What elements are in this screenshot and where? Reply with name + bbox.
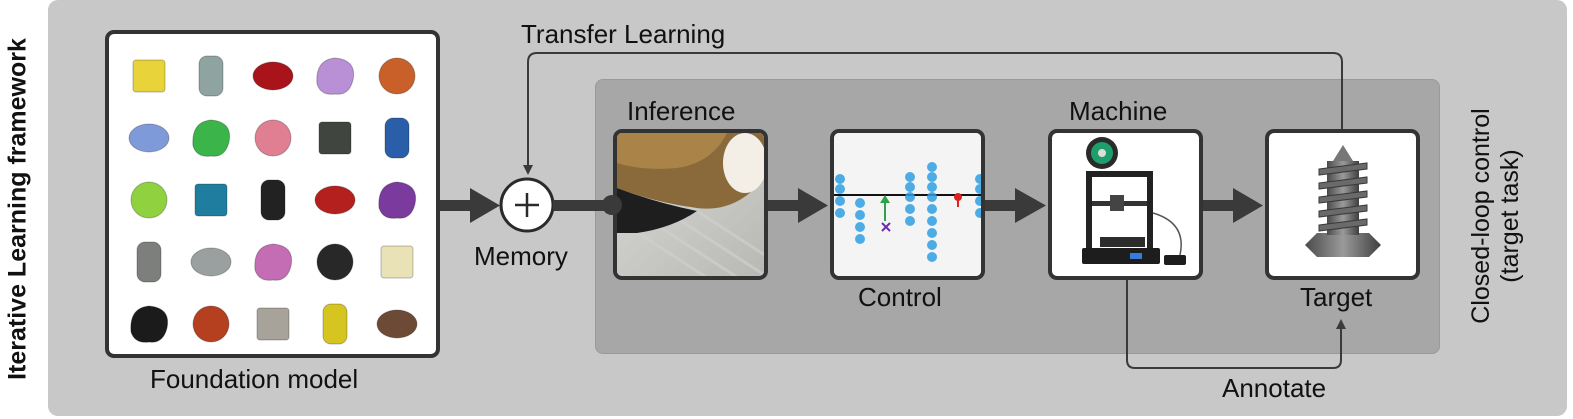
closed-loop-control-label: Closed-loop control (target task) — [1467, 108, 1525, 323]
object-brown-bear — [376, 309, 418, 339]
transfer-learning-label: Transfer Learning — [521, 19, 726, 49]
object-grey-cylinder — [136, 241, 162, 283]
control-marker-2-3 — [905, 204, 915, 214]
control-marker-1-3 — [855, 234, 865, 244]
closed-loop-line-1: Closed-loop control — [1467, 108, 1495, 324]
control-marker-3-7 — [927, 240, 937, 250]
control-marker-2-1 — [905, 182, 915, 192]
control-marker-4-3 — [975, 208, 981, 218]
foundation-model-label: Foundation model — [150, 364, 359, 394]
object-yellow-cube — [132, 59, 166, 93]
object-pink-blob — [254, 243, 293, 281]
control-marker-4-0 — [975, 174, 981, 184]
arrow-control-to-machine — [985, 188, 1046, 223]
control-box — [830, 129, 985, 280]
inference-box — [613, 129, 768, 280]
control-marker-0-0 — [835, 174, 845, 184]
object-red-gear-disc — [252, 61, 294, 91]
inference-image — [617, 133, 764, 276]
control-marker-1-2 — [855, 222, 865, 232]
target-box — [1265, 129, 1420, 280]
object-dragon — [198, 55, 224, 97]
memory-node — [499, 177, 555, 233]
control-marker-3-5 — [927, 216, 937, 226]
closed-loop-line-2: (target task) — [1496, 149, 1524, 283]
arrow-foundation-to-memory — [440, 188, 500, 223]
connector-memory-to-inference — [553, 195, 622, 215]
control-marker-3-4 — [927, 204, 937, 214]
control-marker-0-2 — [835, 196, 845, 206]
control-plot — [834, 133, 981, 276]
printer-image — [1082, 137, 1186, 265]
control-marker-1-0 — [855, 198, 865, 208]
control-marker-3-0 — [927, 162, 937, 172]
object-teal-sphere — [194, 183, 228, 217]
arrow-inference-to-control — [768, 188, 828, 223]
arrow-machine-to-target — [1203, 188, 1263, 223]
control-marker-0-1 — [835, 184, 845, 194]
control-marker-2-2 — [905, 192, 915, 202]
control-marker-3-1 — [927, 172, 937, 182]
object-grey-rock — [256, 307, 290, 341]
object-green-shape — [130, 181, 168, 219]
object-purple-pawn — [378, 181, 417, 219]
control-marker-3-6 — [927, 228, 937, 238]
control-green-arrowhead — [880, 195, 890, 203]
object-hex-nut — [190, 247, 232, 277]
object-bunny — [254, 119, 292, 157]
target-label: Target — [1300, 282, 1373, 312]
transfer-learning-loop — [523, 52, 1343, 175]
control-marker-2-4 — [905, 216, 915, 226]
object-benchy-boat — [378, 57, 416, 95]
object-blue-creature — [384, 117, 410, 159]
object-black-tool — [316, 243, 354, 281]
memory-label: Memory — [474, 241, 568, 271]
control-marker-1-1 — [855, 210, 865, 220]
screw-image — [1305, 145, 1381, 257]
object-yellow-mug — [322, 303, 348, 345]
annotate-loop — [1126, 280, 1346, 369]
control-marker-4-1 — [975, 184, 981, 194]
control-marker-4-2 — [975, 196, 981, 206]
object-green-puzzle — [192, 119, 231, 157]
control-purple-cross — [881, 222, 891, 232]
object-cream-gear — [380, 245, 414, 279]
object-grenade — [318, 121, 352, 155]
control-marker-3-8 — [927, 252, 937, 262]
inference-label: Inference — [627, 96, 736, 126]
object-blue-gear — [128, 123, 170, 153]
foundation-model-box — [105, 30, 440, 358]
machine-box — [1048, 129, 1203, 280]
control-marker-3-3 — [927, 192, 937, 202]
control-label: Control — [858, 282, 942, 312]
object-collection — [128, 55, 418, 345]
object-red-pipe — [314, 185, 356, 215]
control-marker-3-2 — [927, 182, 937, 192]
object-chess-king — [130, 305, 169, 343]
control-marker-2-0 — [905, 172, 915, 182]
object-skull — [316, 57, 355, 95]
control-marker-0-3 — [835, 208, 845, 218]
object-red-lattice — [192, 305, 230, 343]
object-black-bracket — [260, 179, 286, 221]
machine-label: Machine — [1069, 96, 1168, 126]
annotate-label: Annotate — [1222, 373, 1327, 403]
